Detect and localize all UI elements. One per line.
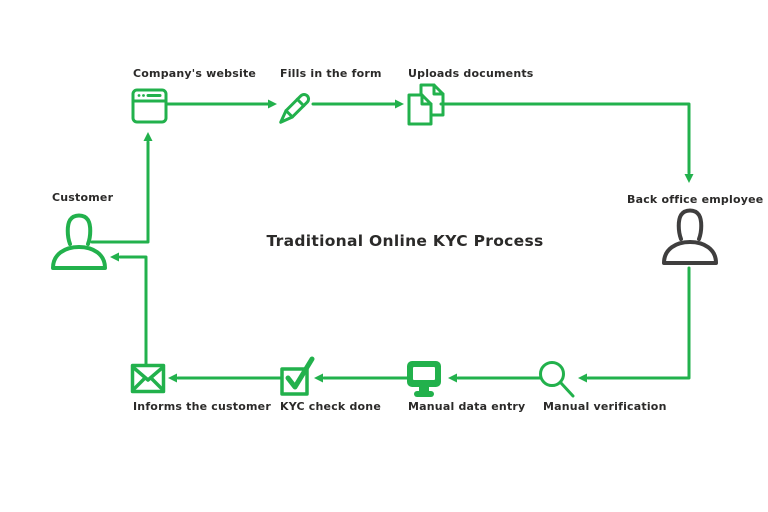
magnifier-icon (539, 361, 575, 398)
label-manual-verification: Manual verification (543, 400, 667, 413)
pen-icon (279, 92, 311, 124)
documents-icon (407, 83, 445, 126)
label-company-website: Company's website (133, 67, 257, 80)
browser-icon (131, 88, 168, 124)
customer-person-icon (51, 213, 107, 270)
monitor-icon (407, 361, 441, 397)
back-office-person-icon (662, 208, 718, 265)
envelope-icon (130, 363, 166, 394)
label-fills-form: Fills in the form (280, 67, 382, 80)
label-informs-customer: Informs the customer (133, 400, 271, 413)
connector-lines (90, 99, 694, 383)
label-customer: Customer (52, 191, 114, 204)
label-uploads-documents: Uploads documents (408, 67, 534, 80)
checkbox-icon (280, 356, 315, 396)
label-back-office: Back office employee (627, 193, 764, 206)
label-kyc-check-done: KYC check done (280, 400, 381, 413)
diagram-title: Traditional Online KYC Process (266, 232, 544, 250)
label-manual-data-entry: Manual data entry (408, 400, 526, 413)
